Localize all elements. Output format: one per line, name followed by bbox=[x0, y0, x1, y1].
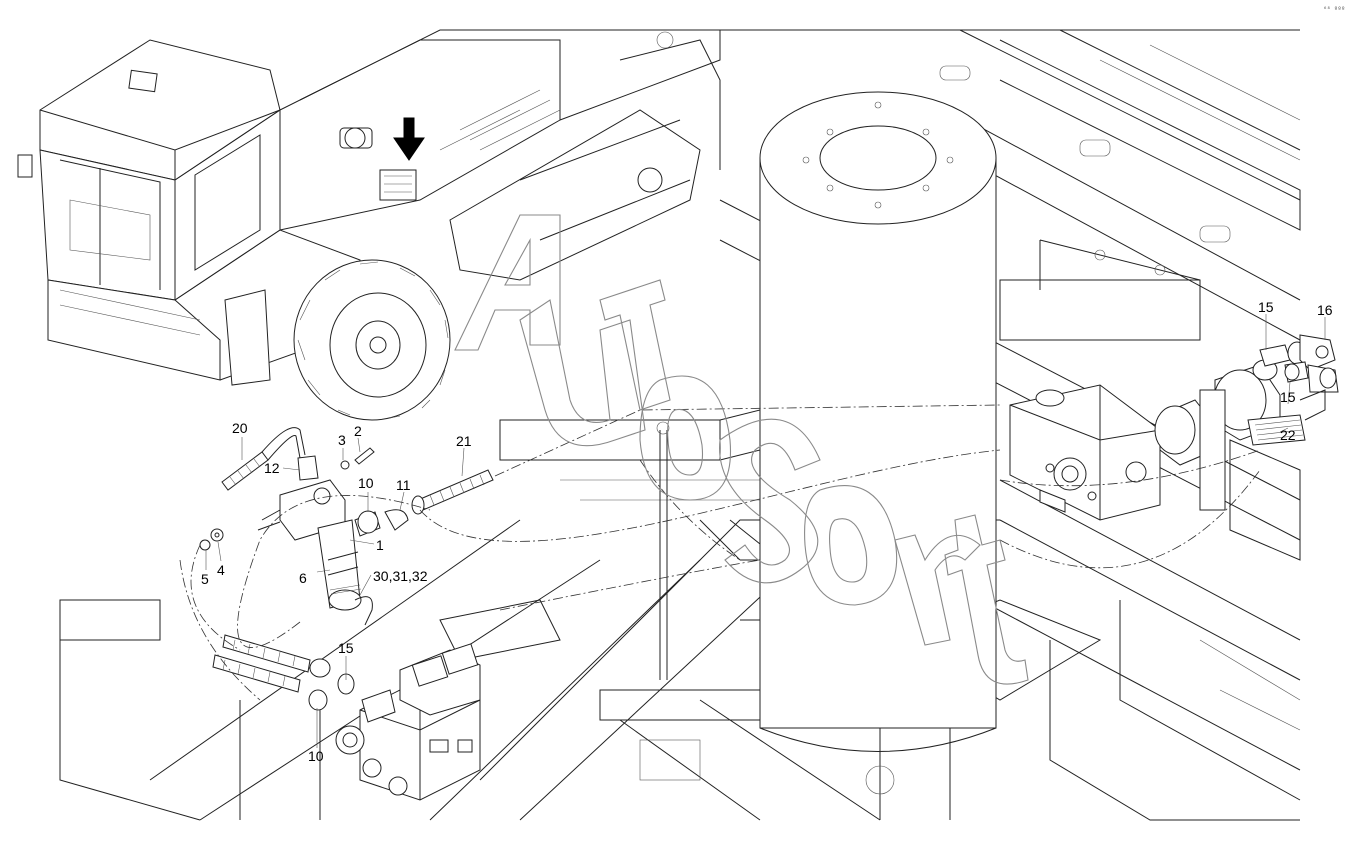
central-cylinder bbox=[759, 91, 997, 752]
location-arrow-icon bbox=[393, 117, 425, 161]
callout-3: 3 bbox=[338, 432, 346, 448]
callout-4: 4 bbox=[217, 562, 225, 578]
corner-mark: ⁶⁸ ººº bbox=[1323, 6, 1345, 13]
callout-15-right: 15 bbox=[1280, 389, 1296, 405]
callout-5: 5 bbox=[201, 571, 209, 587]
vertical-rod bbox=[656, 421, 670, 680]
callout-6: 6 bbox=[299, 570, 307, 586]
callout-30-31-32: 30,31,32 bbox=[373, 568, 428, 584]
connection-lines bbox=[179, 404, 1261, 701]
callout-15-upper-right: 15 bbox=[1258, 299, 1274, 315]
leader-lines bbox=[205, 314, 1326, 748]
callout-10-lower: 10 bbox=[308, 748, 324, 764]
machine-illustration bbox=[17, 29, 721, 421]
watermark-graphic bbox=[454, 214, 1029, 685]
callout-12: 12 bbox=[264, 460, 280, 476]
callout-10-upper: 10 bbox=[358, 475, 374, 491]
valve-block bbox=[335, 643, 481, 801]
callout-11: 11 bbox=[396, 477, 411, 493]
callout-22: 22 bbox=[1280, 427, 1296, 443]
callout-16: 16 bbox=[1317, 302, 1333, 318]
callout-15-lower: 15 bbox=[338, 640, 354, 656]
callout-21: 21 bbox=[456, 433, 472, 449]
gearbox-assembly bbox=[1009, 334, 1339, 521]
callout-20: 20 bbox=[232, 420, 248, 436]
callout-1: 1 bbox=[376, 537, 384, 553]
callout-2: 2 bbox=[354, 423, 362, 439]
exploded-assembly-left bbox=[199, 427, 494, 711]
